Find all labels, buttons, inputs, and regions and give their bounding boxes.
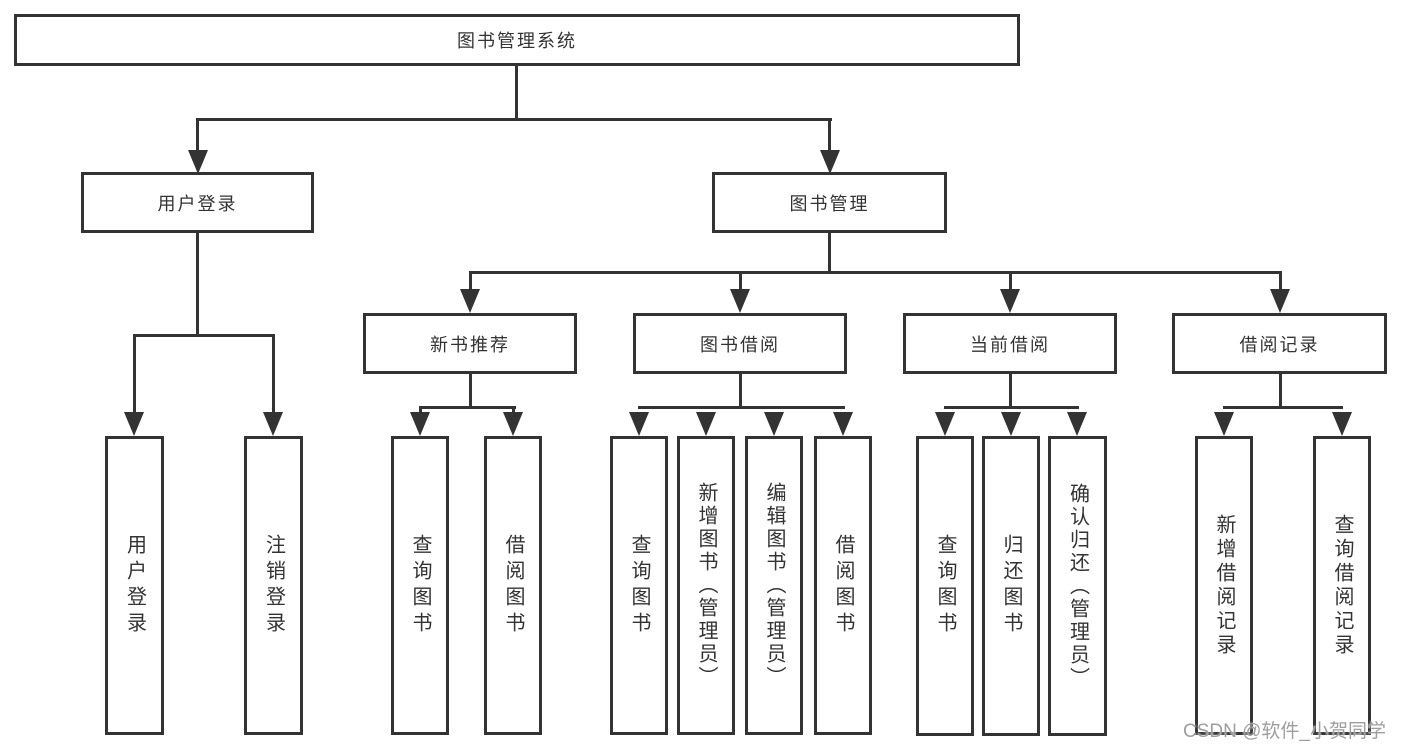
- node-user-login-module: 用户登录: [81, 172, 314, 233]
- arrow-down-icon: [1000, 289, 1020, 313]
- arrow-down-icon: [263, 412, 283, 436]
- node-book-management-module: 图书管理: [712, 172, 947, 233]
- connector-records-stem: [1279, 374, 1282, 409]
- arrow-down-icon: [1270, 289, 1290, 313]
- node-root-label: 图书管理系统: [457, 31, 577, 51]
- connector-recommend-stem: [469, 374, 472, 409]
- arrow-down-icon: [1214, 412, 1234, 436]
- connector-bookmgmt-stem: [828, 233, 831, 274]
- connector-recommend-bar: [419, 406, 516, 409]
- connector-current-bar: [944, 406, 1079, 409]
- node-current-borrowing: 当前借阅: [903, 313, 1117, 374]
- arrow-down-icon: [1067, 412, 1087, 436]
- arrow-down-icon: [730, 289, 750, 313]
- arrow-down-icon: [764, 412, 784, 436]
- node-label: 确认归还（管理员）: [1066, 482, 1089, 690]
- node-label: 查询图书: [934, 534, 956, 638]
- node-label: 新增借阅记录: [1213, 513, 1235, 658]
- node-label: 图书借阅: [700, 334, 780, 355]
- node-query-books-2: 查询图书: [610, 436, 668, 735]
- node-query-borrow-record: 查询借阅记录: [1313, 436, 1371, 735]
- connector-root-right-stub: [828, 118, 831, 154]
- connector-userlogin-bar: [133, 334, 275, 337]
- arrow-down-icon: [503, 412, 523, 436]
- node-label: 用户登录: [123, 533, 146, 638]
- arrow-down-icon: [820, 150, 840, 174]
- node-label: 查询图书: [409, 533, 431, 638]
- arrow-down-icon: [188, 150, 208, 174]
- node-label: 当前借阅: [970, 334, 1050, 355]
- node-borrow-books-2: 借阅图书: [814, 436, 872, 735]
- node-label: 查询图书: [628, 533, 650, 638]
- connector-current-stem: [1009, 374, 1012, 409]
- node-borrow-books-1: 借阅图书: [484, 436, 542, 735]
- csdn-watermark: CSDN @软件_小贺同学: [1183, 721, 1386, 742]
- arrow-down-icon: [410, 412, 430, 436]
- arrow-down-icon: [460, 289, 480, 313]
- connector-root-left-stub: [196, 118, 199, 154]
- arrow-down-icon: [1332, 412, 1352, 436]
- connector-root-bar: [196, 118, 832, 121]
- node-label: 借阅图书: [502, 533, 524, 638]
- arrow-down-icon: [124, 412, 144, 436]
- connector-root-stem: [515, 66, 518, 120]
- node-label: 新书推荐: [430, 334, 510, 355]
- node-borrowing-records: 借阅记录: [1172, 313, 1387, 374]
- connector-bookmgmt-stub: [739, 271, 742, 293]
- node-label: 图书管理: [789, 193, 870, 214]
- connector-bookmgmt-stub: [469, 271, 472, 293]
- arrow-down-icon: [696, 412, 716, 436]
- node-label: 用户登录: [157, 193, 238, 214]
- connector-userlogin-stub: [272, 334, 275, 414]
- node-book-borrowing: 图书借阅: [633, 313, 847, 374]
- connector-borrowing-stem: [739, 374, 742, 409]
- node-label: 借阅图书: [832, 533, 854, 638]
- node-label: 编辑图书（管理员）: [763, 482, 785, 689]
- node-return-books: 归还图书: [982, 436, 1040, 736]
- arrow-down-icon: [935, 412, 955, 436]
- connector-bookmgmt-bar: [469, 271, 1282, 274]
- arrow-down-icon: [833, 412, 853, 436]
- node-query-books-3: 查询图书: [916, 436, 974, 736]
- node-label: 新增图书（管理员）: [695, 482, 717, 689]
- connector-userlogin-stem: [196, 233, 199, 337]
- arrow-down-icon: [1001, 412, 1021, 436]
- node-label: 查询借阅记录: [1331, 513, 1353, 658]
- connector-bookmgmt-stub: [1009, 271, 1012, 293]
- node-add-books-admin: 新增图书（管理员）: [677, 436, 735, 735]
- node-user-login: 用户登录: [105, 436, 164, 735]
- node-query-books-1: 查询图书: [391, 436, 449, 735]
- node-root: 图书管理系统: [14, 14, 1020, 66]
- node-new-book-recommend: 新书推荐: [363, 313, 577, 374]
- node-confirm-return-admin: 确认归还（管理员）: [1048, 436, 1107, 736]
- node-label: 借阅记录: [1239, 334, 1320, 355]
- node-edit-books-admin: 编辑图书（管理员）: [745, 436, 803, 735]
- node-label: 归还图书: [1000, 534, 1022, 638]
- connector-bookmgmt-stub: [1279, 271, 1282, 293]
- arrow-down-icon: [629, 412, 649, 436]
- node-logout: 注销登录: [244, 436, 303, 735]
- connector-records-bar: [1223, 406, 1343, 409]
- connector-userlogin-stub: [133, 334, 136, 414]
- node-add-borrow-record: 新增借阅记录: [1195, 436, 1253, 735]
- node-label: 注销登录: [262, 533, 285, 638]
- connector-borrowing-bar: [638, 406, 845, 409]
